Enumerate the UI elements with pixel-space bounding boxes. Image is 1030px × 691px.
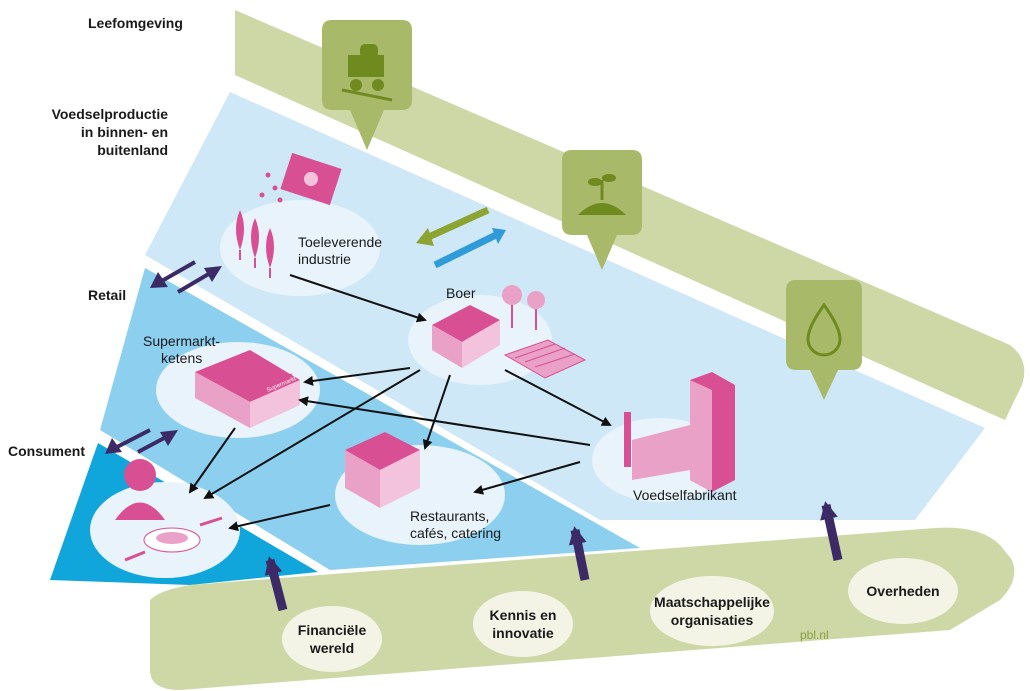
financiele-line-1: Financiële (297, 622, 367, 638)
field-icon (503, 339, 587, 379)
farm-building-icon (432, 285, 545, 368)
stakeholder-arrows (264, 501, 843, 612)
water-drop-icon (786, 280, 862, 400)
maatschappelijke-line-2: organisaties (670, 612, 754, 628)
import-arrow (420, 206, 490, 244)
toeleverende-ellipse (220, 200, 380, 296)
wheat-icon (236, 210, 274, 278)
layer-label-consument: Consument (8, 443, 85, 459)
plant-soil-icon (562, 150, 642, 270)
node-label-boer: Boer (446, 285, 476, 301)
stakeholder-financiele-wereld: Financiële wereld (282, 606, 382, 672)
flow-arrows (188, 274, 612, 532)
overheden-label: Overheden (866, 583, 940, 599)
soil-truck-icon (322, 20, 412, 150)
retail-exchange-arrows (150, 260, 222, 294)
node-label-toeleverende: Toeleverende industrie (298, 234, 382, 268)
export-arrow (433, 230, 500, 269)
consumer-exchange-arrows (105, 428, 178, 454)
toeleverende-line-2: industrie (298, 251, 351, 267)
stakeholder-maatschappelijke-organisaties: Maatschappelijke organisaties (650, 576, 774, 646)
layer-label-voedselproductie: Voedselproductie in binnen- en buitenlan… (30, 105, 168, 159)
supermarkt-line-2: ketens (161, 350, 203, 366)
seed-bag-icon (259, 152, 342, 206)
node-label-restaurants: Restaurants, cafés, catering (410, 508, 501, 542)
layer-label-leefomgeving: Leefomgeving (88, 15, 183, 31)
stakeholder-overheden: Overheden (848, 558, 958, 624)
restaurants-line-2: cafés, catering (410, 525, 502, 541)
stakeholder-kennis-innovatie: Kennis en innovatie (473, 591, 573, 657)
kennis-line-1: Kennis en (489, 607, 557, 623)
credit-pbl: pbl.nl (800, 628, 829, 642)
maatschappelijke-line-1: Maatschappelijke (654, 594, 770, 610)
kennis-line-2: innovatie (492, 625, 554, 641)
layer-label-retail: Retail (88, 287, 127, 303)
node-label-supermarkt: Supermarkt- ketens (143, 333, 220, 367)
financiele-line-2: wereld (309, 640, 355, 656)
voedselproductie-line-1: Voedselproductie (51, 106, 168, 122)
supermarkt-line-1: Supermarkt- (143, 333, 221, 349)
voedselproductie-line-3: buitenland (97, 142, 168, 158)
node-label-voedselfabrikant: Voedselfabrikant (633, 487, 737, 503)
consumer-person-icon (115, 459, 223, 562)
toeleverende-line-1: Toeleverende (298, 234, 383, 250)
restaurants-line-1: Restaurants, (410, 508, 490, 524)
factory-icon (624, 372, 735, 492)
restaurant-building-icon (345, 432, 420, 508)
voedselproductie-layer (145, 92, 985, 520)
supermarket-building-icon (195, 350, 300, 428)
voedselproductie-line-2: in binnen- en (80, 124, 168, 140)
